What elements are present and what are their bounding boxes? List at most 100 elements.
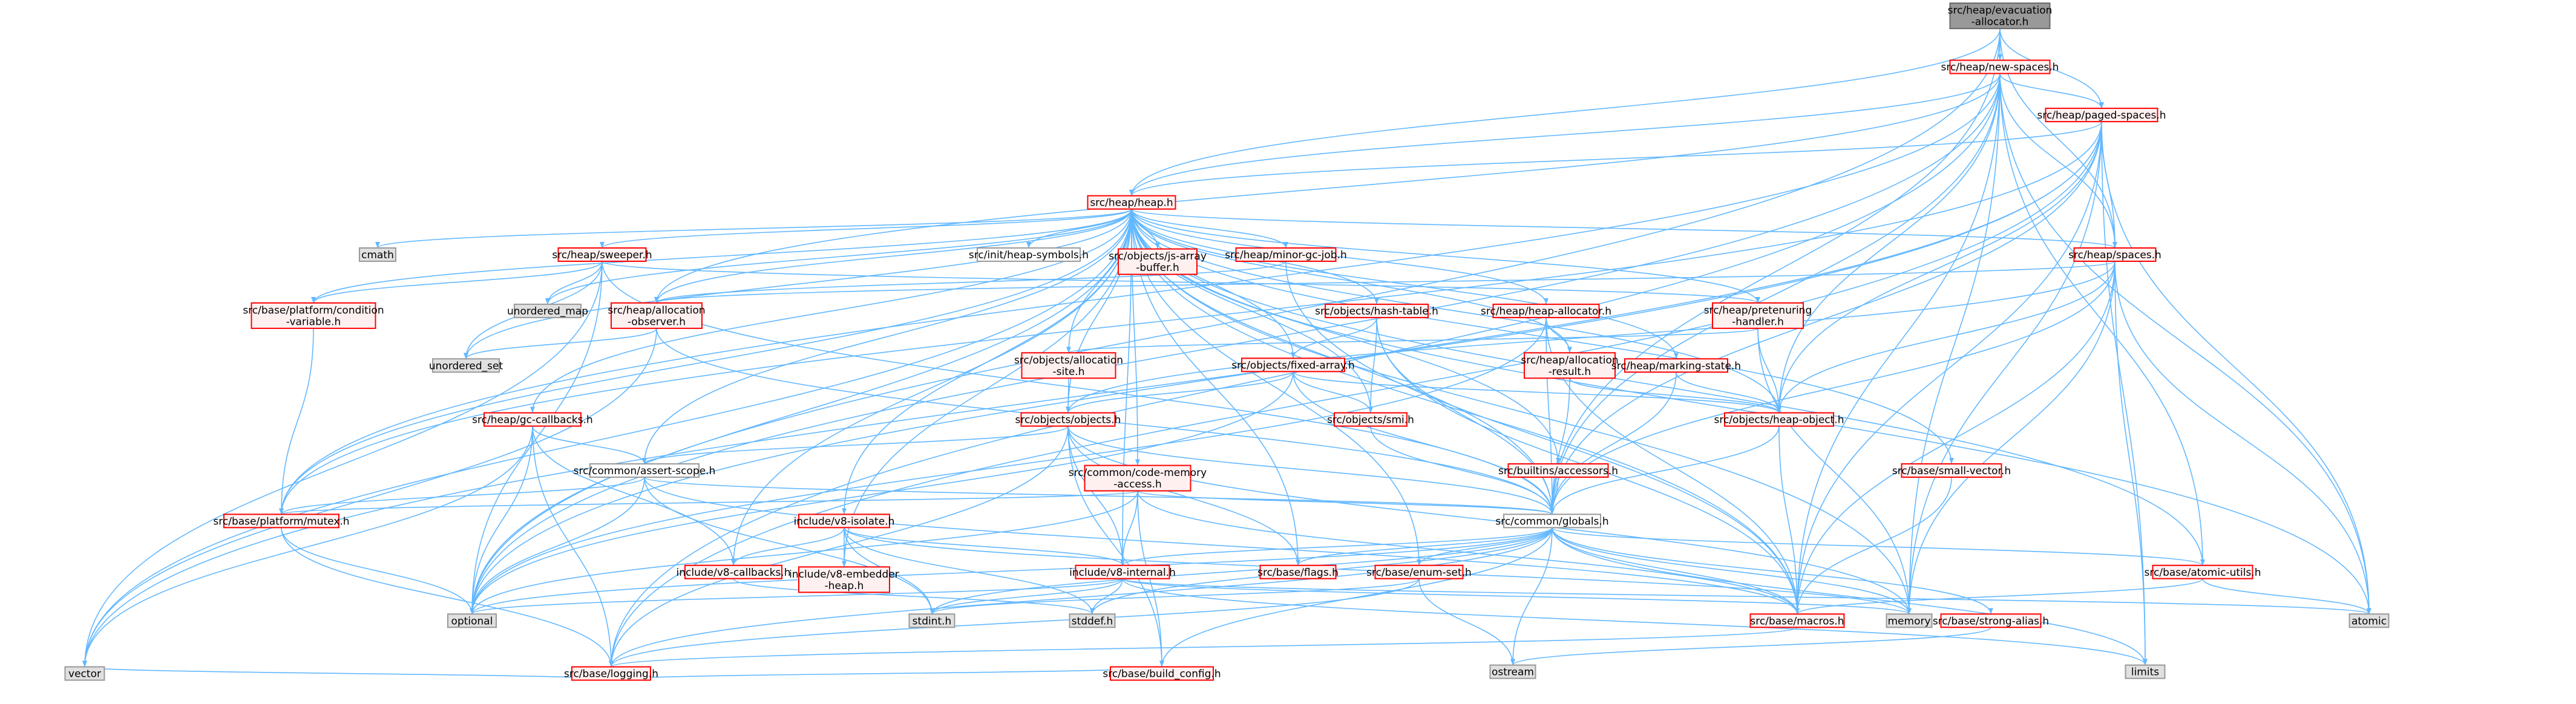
edge-paged_spaces-to-globals	[1550, 122, 2102, 515]
node-label: src/objects/fixed-array.h	[1231, 359, 1354, 371]
node-box	[2073, 247, 2157, 262]
node-box	[359, 247, 396, 262]
edge-root-to-globals	[1550, 28, 2001, 515]
node-builtins-accessors[interactable]: src/builtins/accessors.h	[1498, 463, 1618, 478]
node-heap[interactable]: src/heap/heap.h	[1087, 195, 1176, 210]
node-hash-table[interactable]: src/objects/hash-table.h	[1315, 304, 1438, 319]
node-alloc-result[interactable]: src/heap/allocation-result.h	[1521, 352, 1619, 379]
node-platform-mutex[interactable]: src/base/platform/mutex.h	[213, 513, 350, 529]
node-globals[interactable]: src/common/globals.h	[1495, 513, 1609, 529]
node-js-array-buffer[interactable]: src/objects/js-array-buffer.h	[1109, 248, 1207, 275]
node-box	[2348, 613, 2390, 628]
edge-paged_spaces-to-macros	[1795, 122, 2102, 614]
node-logging[interactable]: src/base/logging.h	[564, 666, 658, 681]
node-label: include/v8-callbacks.h	[677, 567, 791, 579]
node-alloc-observer[interactable]: src/heap/allocation-observer.h	[608, 302, 706, 329]
node-gc-callbacks[interactable]: src/heap/gc-callbacks.h	[472, 412, 593, 427]
node-alloc-site[interactable]: src/objects/allocation-site.h	[1014, 352, 1123, 379]
node-label: -site.h	[1052, 366, 1084, 378]
node-heap-symbols[interactable]: src/init/heap-symbols.h	[969, 247, 1089, 262]
edge-code_memory_access-to-macros	[1137, 491, 1800, 614]
node-label: include/v8-internal.h	[1069, 567, 1176, 579]
edge-new_spaces-to-platform_mutex	[279, 73, 2001, 515]
edge-heap-to-optional	[470, 209, 1132, 614]
edge-heap-to-atomic	[1131, 209, 2371, 614]
edge-heap_object-to-macros	[1778, 426, 1800, 614]
node-label: src/base/macros.h	[1750, 615, 1844, 627]
node-build-config[interactable]: src/base/build_config.h	[1103, 666, 1221, 681]
edge-spaces-to-alloc_observer	[654, 261, 2116, 304]
node-root[interactable]: src/heap/evacuation-allocator.h	[1948, 2, 2053, 30]
node-box	[1940, 613, 2042, 628]
edge-paged_spaces-to-heap	[1129, 121, 2102, 196]
node-box	[1241, 357, 1345, 373]
edge-cond_var-to-platform_mutex	[279, 328, 314, 515]
edge-globals-to-enum_set	[1417, 527, 1553, 565]
edge-minor_gc_job-to-macros	[1285, 261, 1800, 614]
node-box	[2152, 564, 2253, 579]
node-box	[1087, 195, 1176, 210]
node-limits: limits	[2125, 664, 2166, 679]
node-v8-embedder-heap[interactable]: include/v8-embedder-heap.h	[789, 566, 899, 593]
node-label: -handler.h	[1732, 316, 1784, 328]
node-minor-gc-job[interactable]: src/heap/minor-gc-job.h	[1225, 247, 1347, 262]
node-heap-object[interactable]: src/objects/heap-object.h	[1714, 412, 1844, 427]
edge-paged_spaces-to-logging	[609, 122, 2102, 667]
edge-new_spaces-to-atomic	[1999, 73, 2371, 614]
edge-platform_mutex-to-logging	[281, 527, 614, 667]
node-pretenuring[interactable]: src/heap/pretenuring-handler.h	[1704, 302, 1812, 329]
edge-paged_spaces-to-heap_object	[1777, 122, 2102, 413]
node-sweeper[interactable]: src/heap/sweeper.h	[552, 247, 652, 262]
edge-gc_callbacks-to-optional	[470, 426, 533, 614]
edge-hash_table-to-fixed_array	[1291, 317, 1377, 359]
node-cond-var[interactable]: src/base/platform/condition-variable.h	[243, 302, 384, 329]
node-enum-set[interactable]: src/base/enum-set.h	[1366, 564, 1472, 579]
node-v8-internal[interactable]: include/v8-internal.h	[1069, 564, 1176, 579]
node-assert-scope[interactable]: src/common/assert-scope.h	[574, 463, 716, 478]
edge-paged_spaces-to-platform_mutex	[279, 122, 2102, 515]
node-label: src/base/flags.h	[1257, 567, 1339, 579]
node-label: src/base/strong-alias.h	[1933, 615, 2049, 627]
edge-heap-to-heap_allocator	[1131, 209, 1549, 305]
node-box	[557, 247, 647, 262]
edge-new_spaces-to-spaces	[1999, 73, 2117, 248]
node-paged-spaces[interactable]: src/heap/paged-spaces.h	[2037, 108, 2166, 123]
node-label: -buffer.h	[1136, 262, 1179, 274]
node-box	[977, 247, 1081, 262]
edge-macros-to-logging	[609, 627, 1798, 668]
node-objects[interactable]: src/objects/objects.h	[1015, 412, 1121, 427]
node-label: src/base/atomic-utils.h	[2145, 567, 2261, 579]
node-unordered-set: unordered_set	[429, 358, 503, 373]
node-strong-alias[interactable]: src/base/strong-alias.h	[1933, 613, 2049, 628]
node-code-memory-access[interactable]: src/common/code-memory-access.h	[1069, 464, 1207, 492]
node-base-flags[interactable]: src/base/flags.h	[1257, 564, 1339, 579]
node-v8-callbacks[interactable]: include/v8-callbacks.h	[677, 564, 791, 579]
node-label: src/heap/sweeper.h	[552, 249, 652, 261]
node-small-vector[interactable]: src/base/small-vector.h	[1892, 463, 2011, 478]
edge-fixed_array-to-objects	[1066, 371, 1294, 413]
node-label: src/heap/paged-spaces.h	[2037, 109, 2166, 122]
node-spaces[interactable]: src/heap/spaces.h	[2068, 247, 2161, 262]
node-label: include/v8-embedder	[789, 569, 899, 581]
node-label: unordered_set	[429, 360, 503, 372]
node-new-spaces[interactable]: src/heap/new-spaces.h	[1941, 59, 2059, 74]
node-label: src/heap/heap-allocator.h	[1481, 305, 1611, 318]
edge-globals-to-memory	[1552, 527, 1912, 614]
node-marking-state[interactable]: src/heap/marking-state.h	[1611, 358, 1741, 373]
node-label: limits	[2131, 667, 2159, 679]
node-heap-allocator[interactable]: src/heap/heap-allocator.h	[1481, 304, 1611, 319]
node-atomic-utils[interactable]: src/base/atomic-utils.h	[2145, 564, 2261, 579]
node-label: src/heap/minor-gc-job.h	[1225, 249, 1347, 261]
edge-heap-to-enum_set	[1131, 209, 1421, 565]
node-macros[interactable]: src/base/macros.h	[1749, 613, 1845, 628]
node-v8-isolate[interactable]: include/v8-isolate.h	[794, 513, 895, 529]
node-box	[1507, 463, 1609, 478]
node-box	[1724, 412, 1834, 427]
node-fixed-array[interactable]: src/objects/fixed-array.h	[1231, 357, 1355, 373]
node-smi[interactable]: src/objects/smi.h	[1327, 412, 1414, 427]
node-box	[1749, 613, 1845, 628]
edge-marking_state-to-globals	[1550, 372, 1677, 515]
edge-fixed_array-to-optional	[470, 371, 1294, 614]
node-label: src/builtins/accessors.h	[1498, 465, 1618, 477]
node-vector: vector	[64, 666, 105, 681]
